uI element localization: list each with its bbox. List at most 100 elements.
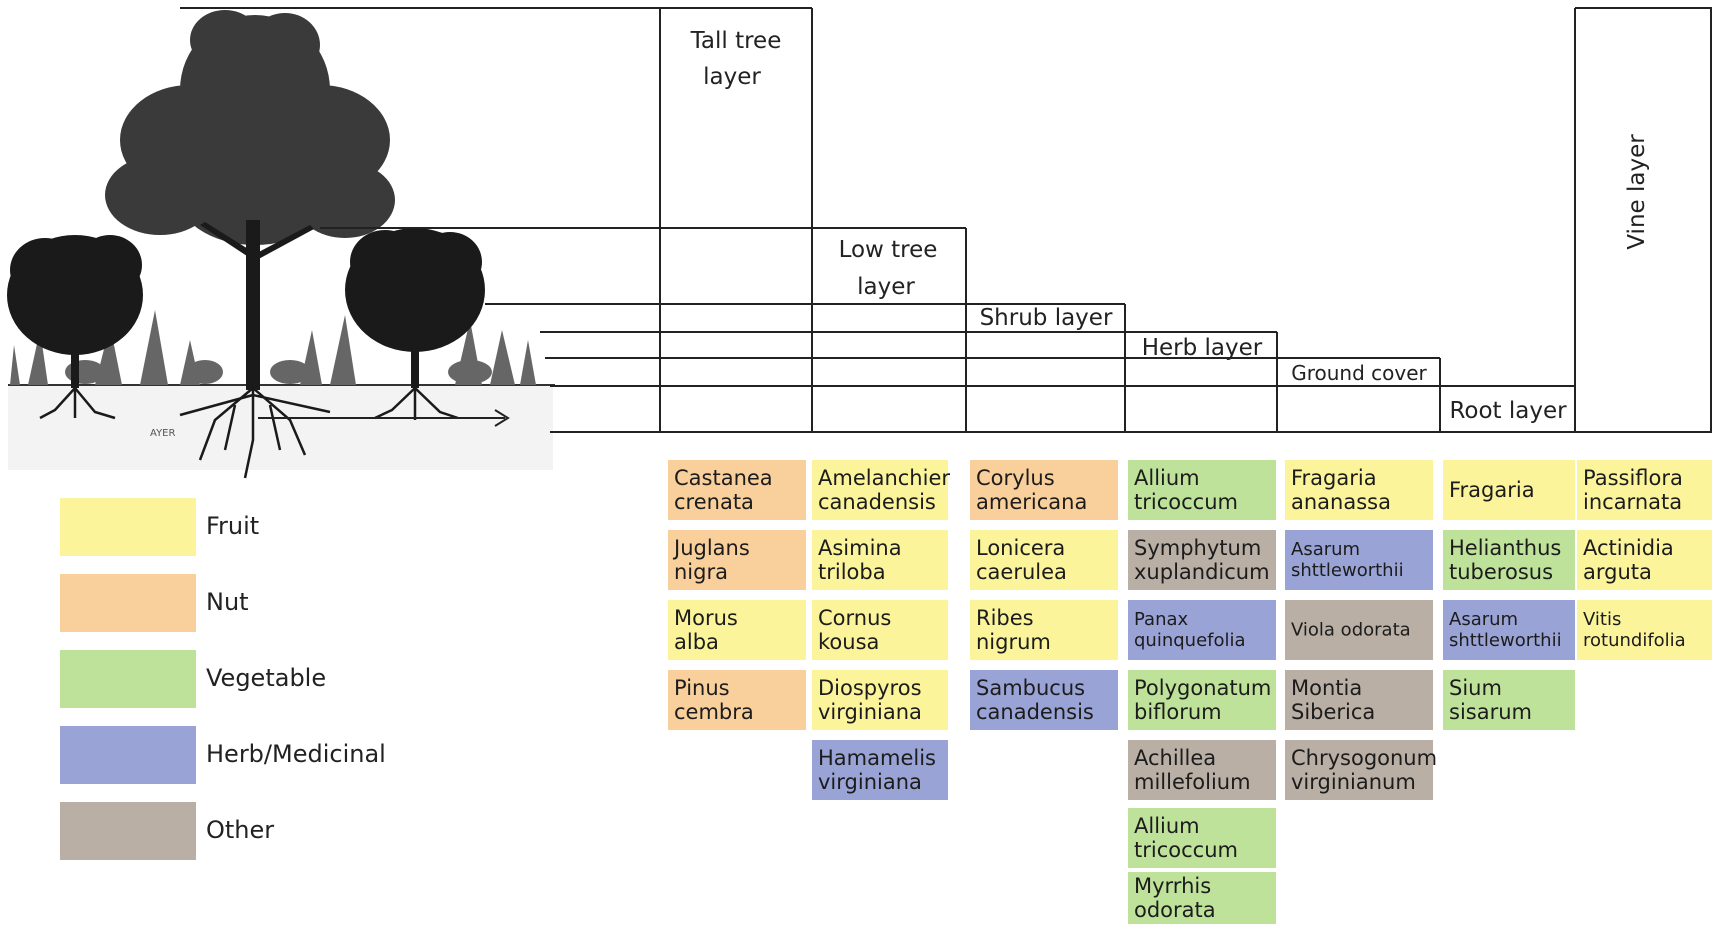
plant-card-bg [812,600,948,660]
plant-name-line: Montia [1291,676,1362,700]
ground-cover-label: Ground cover [1291,361,1427,385]
plant-name-line: Viola odorata [1291,620,1411,641]
plant-card-bg [1577,600,1712,660]
plant-name-line: Vitis [1583,609,1621,630]
plant-card-bg [1285,600,1433,660]
plant-name-line: Polygonatum [1134,676,1271,700]
plant-card-bg [812,460,948,520]
plant-card-bg [1128,670,1276,730]
plant-card-bg [1443,600,1575,660]
plant-name-line: quinquefolia [1134,630,1246,651]
plant-name-line: Asarum [1449,609,1518,630]
plant-card-bg [1443,670,1575,730]
plant-card-bg [668,600,806,660]
illustration-caption: AYER [150,428,175,439]
legend-swatch-fruit [60,498,196,556]
right-small-tree [345,228,485,388]
plant-name-line: ananassa [1291,490,1391,514]
plant-name-line: Sium [1449,676,1502,700]
plant-name-line: millefolium [1134,770,1251,794]
plant-card-bg [1285,460,1433,520]
herb-layer-label: Herb layer [1142,335,1263,361]
legend-swatch-vegetable [60,650,196,708]
plant-card-bg [1128,600,1276,660]
plant-name-line: virginiana [818,700,922,724]
soil-area [8,385,553,470]
left-small-tree [7,235,143,388]
plant-name-line: Asimina [818,536,902,560]
plant-name-line: americana [976,490,1087,514]
undergrowth-plants [10,310,536,385]
plant-name-line: Panax [1134,609,1189,630]
plant-card-bg [1443,530,1575,590]
plant-name-line: incarnata [1583,490,1682,514]
plant-name-line: odorata [1134,898,1216,922]
plant-name-line: triloba [818,560,886,584]
legend-label-fruit: Fruit [206,512,259,540]
low-tree-label-line2: layer [857,274,915,300]
plant-card-bg [1285,530,1433,590]
shrub-layer-label: Shrub layer [980,305,1113,331]
legend-swatch-nut [60,574,196,632]
layer-labels: Tall tree layer Low tree layer Shrub lay… [690,28,1650,424]
plant-name-line: tricoccum [1134,490,1238,514]
plant-name-line: crenata [674,490,754,514]
plant-card-bg [1128,872,1276,924]
plant-card-bg [1577,460,1712,520]
plant-card-bg [668,530,806,590]
plant-card-bg [1128,460,1276,520]
plant-name-line: Lonicera [976,536,1065,560]
plant-name-line: Corylus [976,466,1055,490]
plant-card-bg [1285,740,1433,800]
plant-name-line: caerulea [976,560,1067,584]
tall-tree-label-line1: Tall tree [690,28,782,54]
plant-card-bg [812,670,948,730]
plant-name-line: nigrum [976,630,1051,654]
roots-illustration [39,387,459,479]
plant-name-line: Allium [1134,466,1200,490]
legend-label-vegetable: Vegetable [206,664,326,692]
plant-card-bg [1577,530,1712,590]
plant-name-line: Fragaria [1449,478,1535,502]
plant-card: Viola odorata [1285,600,1433,660]
plant-card: Fragaria [1443,460,1575,520]
plant-name-line: Castanea [674,466,773,490]
plant-name-line: rotundifolia [1583,630,1686,651]
plant-name-line: tuberosus [1449,560,1553,584]
plant-name-line: Hamamelis [818,746,936,770]
plant-name-line: Amelanchier [818,466,950,490]
plant-name-line: cembra [674,700,754,724]
plant-name-line: sisarum [1449,700,1532,724]
plant-name-line: Passiflora [1583,466,1683,490]
plant-name-line: Helianthus [1449,536,1561,560]
plant-name-line: Fragaria [1291,466,1377,490]
legend-label-nut: Nut [206,588,249,616]
plant-name-line: Pinus [674,676,730,700]
plant-card-bg [1285,670,1433,730]
